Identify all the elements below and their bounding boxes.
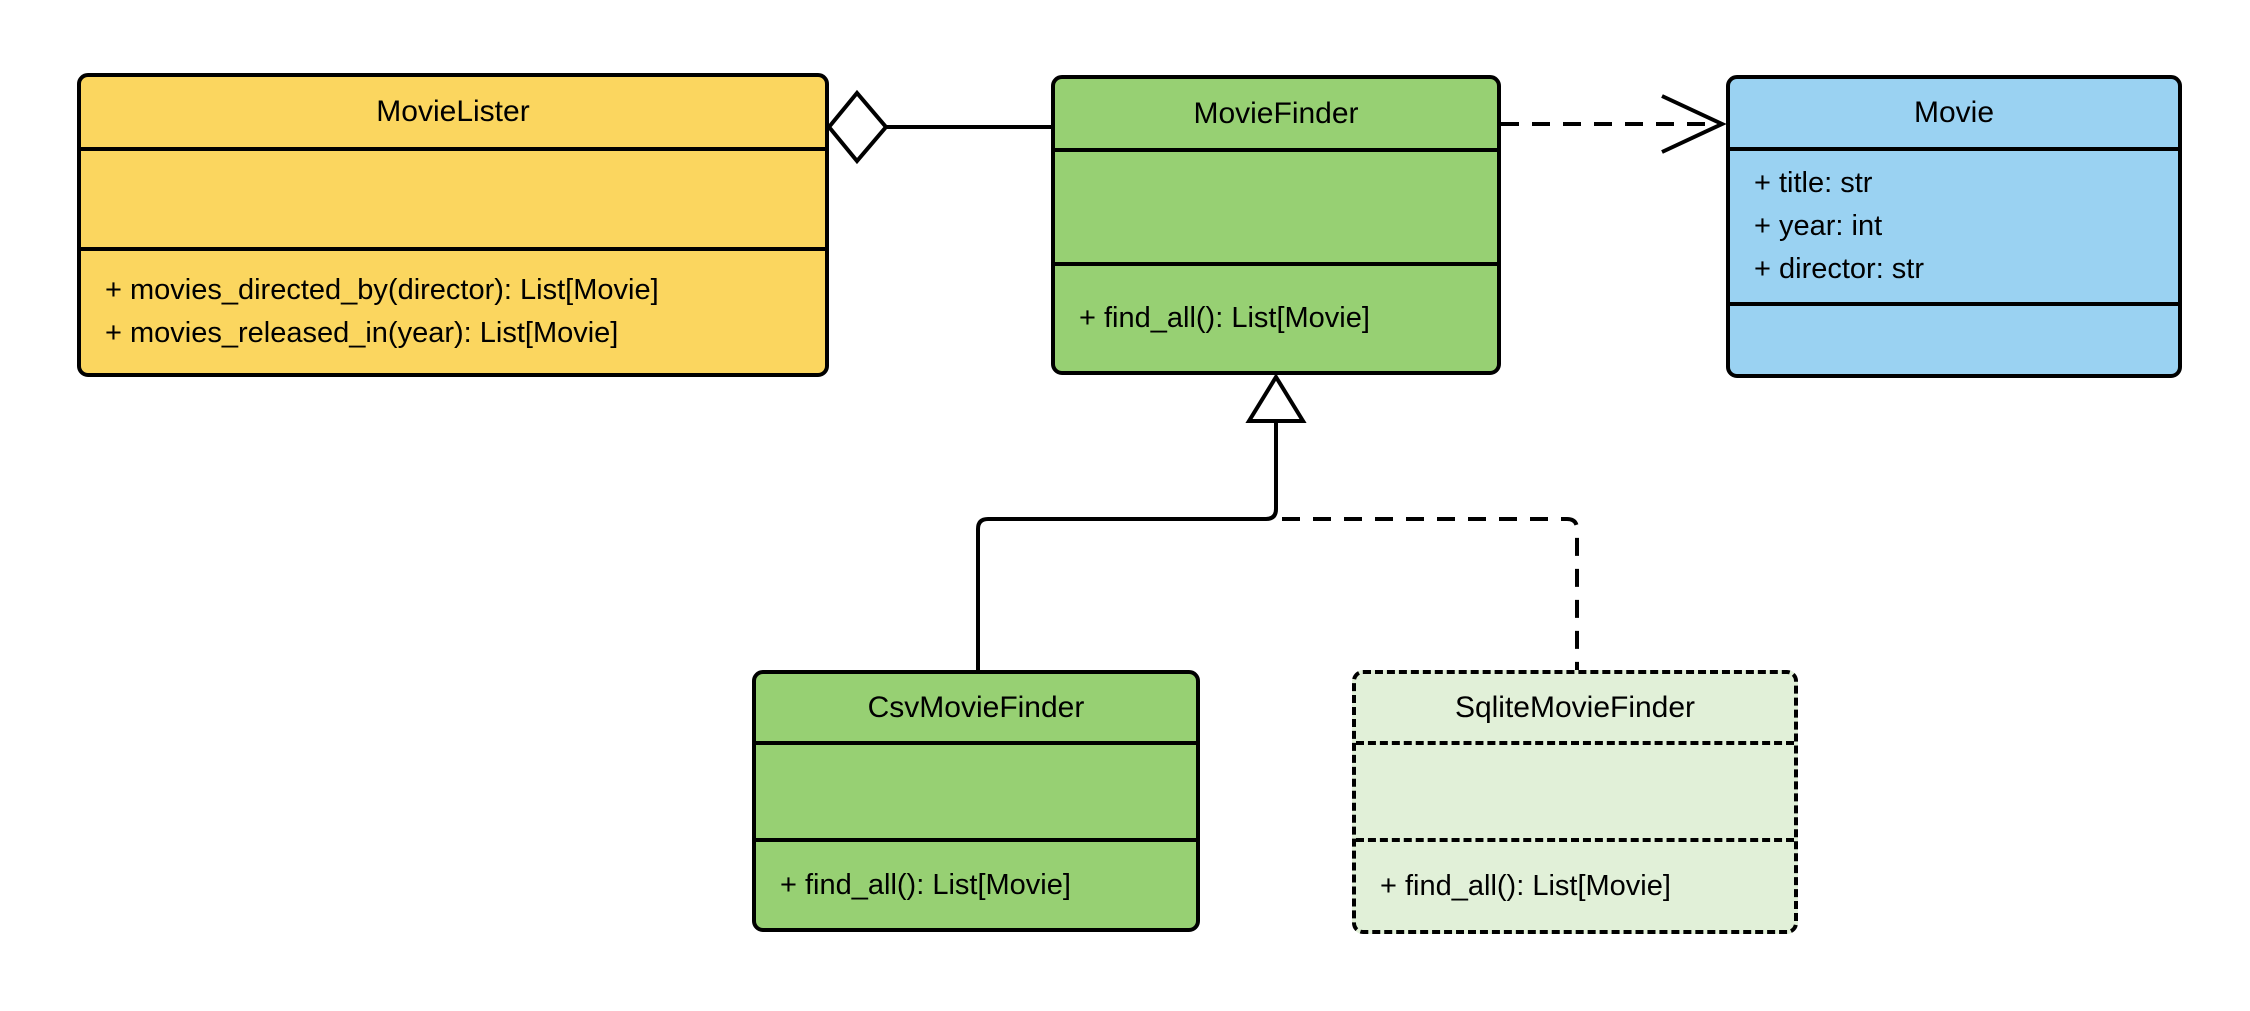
- attribute-director: + director: str: [1754, 253, 1925, 285]
- attribute-title: + title: str: [1754, 167, 1873, 199]
- class-moviefinder-attributes: [1055, 148, 1497, 262]
- realization-dashed-line: [1282, 517, 1579, 671]
- class-moviefinder: MovieFinder + find_all(): List[Movie]: [1051, 75, 1501, 375]
- method-movies-directed-by: + movies_directed_by(director): List[Mov…: [105, 274, 659, 306]
- method-find-all: + find_all(): List[Movie]: [780, 868, 1071, 901]
- class-movielister-methods: + movies_directed_by(director): List[Mov…: [81, 247, 825, 373]
- method-movies-released-in: + movies_released_in(year): List[Movie]: [105, 317, 619, 349]
- class-csvmoviefinder: CsvMovieFinder + find_all(): List[Movie]: [752, 670, 1200, 932]
- class-sqlitemoviefinder-attributes: [1356, 741, 1794, 838]
- class-movie-attributes: + title: str + year: int + director: str: [1730, 147, 2178, 302]
- class-movielister-attributes: [81, 147, 825, 247]
- class-sqlitemoviefinder-methods: + find_all(): List[Movie]: [1356, 838, 1794, 930]
- attribute-year: + year: int: [1754, 210, 1883, 242]
- method-find-all: + find_all(): List[Movie]: [1079, 302, 1370, 334]
- class-csvmoviefinder-title: CsvMovieFinder: [867, 690, 1085, 724]
- aggregation-diamond-icon: [826, 89, 889, 165]
- generalization-triangle-icon: [1245, 373, 1307, 423]
- class-movie-methods: [1730, 302, 2178, 374]
- class-movielister: MovieLister + movies_directed_by(directo…: [77, 73, 829, 377]
- generalization-solid-line: [976, 421, 1278, 671]
- dependency-open-arrowhead-icon: [1661, 94, 1727, 154]
- method-find-all: + find_all(): List[Movie]: [1380, 869, 1671, 902]
- class-sqlitemoviefinder: SqliteMovieFinder + find_all(): List[Mov…: [1352, 670, 1798, 934]
- class-sqlitemoviefinder-title: SqliteMovieFinder: [1454, 690, 1696, 724]
- class-movielister-title: MovieLister: [376, 95, 530, 128]
- class-csvmoviefinder-methods: + find_all(): List[Movie]: [756, 838, 1196, 928]
- class-csvmoviefinder-attributes: [756, 741, 1196, 838]
- class-moviefinder-methods: + find_all(): List[Movie]: [1055, 262, 1497, 371]
- class-movie: Movie + title: str + year: int + directo…: [1726, 75, 2182, 378]
- class-moviefinder-title: MovieFinder: [1193, 96, 1359, 130]
- class-movie-title: Movie: [1913, 96, 1995, 129]
